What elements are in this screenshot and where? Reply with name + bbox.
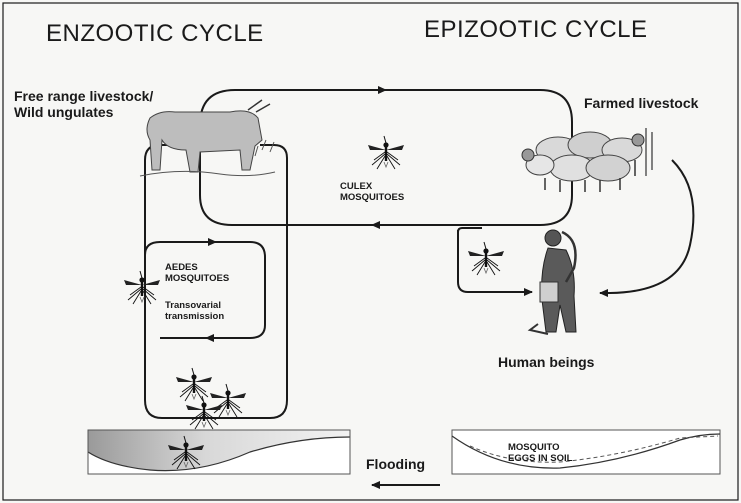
enzootic-cycle-title: ENZOOTIC CYCLE xyxy=(46,20,264,48)
culex-mosquitoes-label: CULEX MOSQUITOES xyxy=(340,181,404,204)
flooded-ground-panel xyxy=(88,430,350,474)
transovarial-label-line2: transmission xyxy=(165,311,224,322)
arrow-culex-to-human xyxy=(458,230,532,292)
eggs-label-line2: EGGS IN SOIL xyxy=(508,453,572,464)
emerging-mosquito-icon xyxy=(176,368,212,401)
culex-label-line2: MOSQUITOES xyxy=(340,192,404,203)
epizootic-cycle-title: EPIZOOTIC CYCLE xyxy=(424,16,648,44)
aedes-mosquitoes-label: AEDES MOSQUITOES xyxy=(165,262,229,285)
transovarial-label-line1: Transovarial xyxy=(165,300,224,311)
sheep-flock-icon xyxy=(522,128,652,192)
free-range-label-line2: Wild ungulates xyxy=(14,104,153,120)
aedes-label-line1: AEDES xyxy=(165,262,229,273)
free-range-label-line1: Free range livestock/ xyxy=(14,88,153,104)
frame-border xyxy=(3,3,738,500)
aedes-label-line2: MOSQUITOES xyxy=(165,273,229,284)
human-icon xyxy=(530,230,576,334)
emerging-mosquito-icon-2 xyxy=(210,384,246,417)
transovarial-transmission-label: Transovarial transmission xyxy=(165,300,224,323)
flooding-label: Flooding xyxy=(366,456,425,472)
human-beings-label: Human beings xyxy=(498,354,594,370)
eggs-label-line1: MOSQUITO xyxy=(508,442,572,453)
human-mosquito-icon xyxy=(468,242,504,275)
culex-to-human-top xyxy=(458,228,482,232)
mosquito-eggs-in-soil-label: MOSQUITO EGGS IN SOIL xyxy=(508,442,572,465)
aedes-mosquito-icon xyxy=(124,271,160,304)
emerging-mosquito-icon-3 xyxy=(186,396,222,429)
cattle-icon xyxy=(140,100,275,176)
farmed-livestock-label: Farmed livestock xyxy=(584,95,698,111)
free-range-livestock-label: Free range livestock/ Wild ungulates xyxy=(14,88,153,120)
culex-mosquito-icon xyxy=(368,136,404,169)
culex-label-line1: CULEX xyxy=(340,181,404,192)
aedes-inner-loop xyxy=(145,242,265,338)
soil-panel xyxy=(452,430,720,474)
